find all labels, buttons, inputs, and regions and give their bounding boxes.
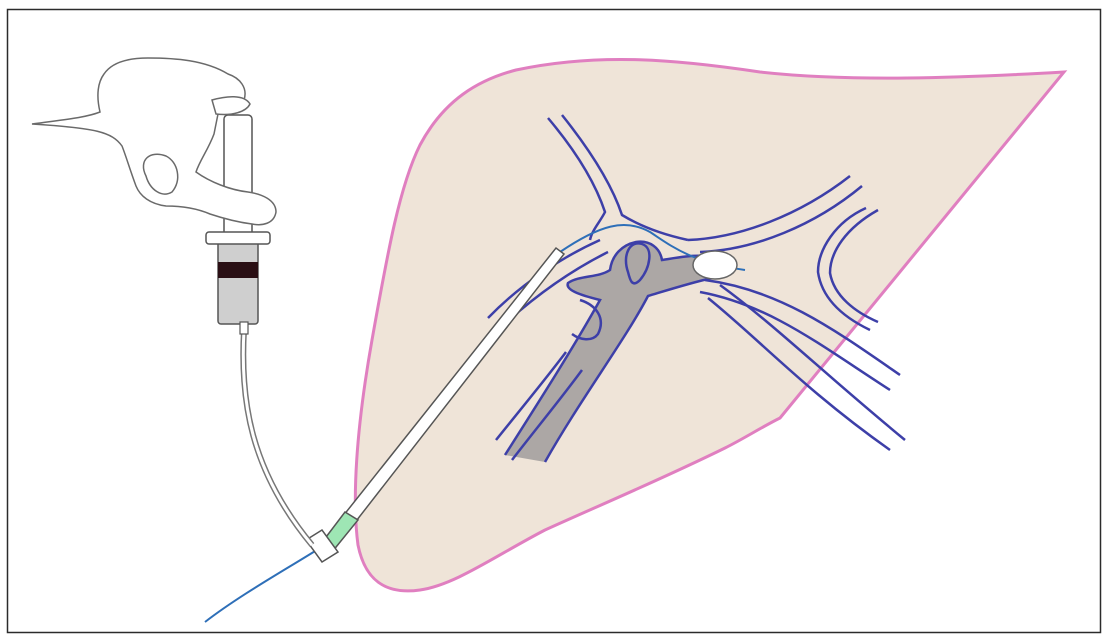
syringe-blood — [218, 262, 258, 278]
syringe-barrel — [218, 240, 258, 324]
occlusion-balloon — [693, 251, 737, 279]
syringe-nozzle — [240, 322, 248, 334]
liver-shape — [355, 59, 1064, 590]
syringe-flange — [206, 232, 270, 244]
hand-thumb — [212, 97, 250, 115]
extension-tubing — [243, 330, 312, 545]
balloon-shape — [693, 251, 737, 279]
liver — [355, 59, 1064, 590]
tubing-inner — [243, 330, 312, 545]
